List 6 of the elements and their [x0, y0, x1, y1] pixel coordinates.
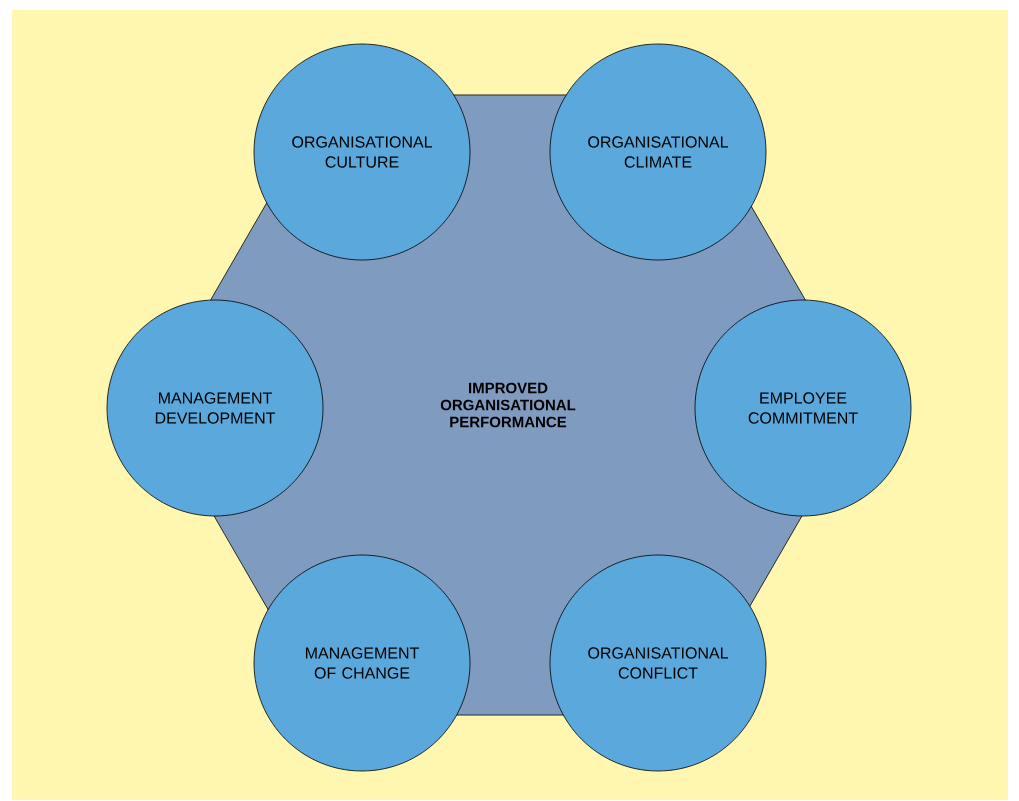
circle-node: ORGANISATIONAL CLIMATE: [549, 43, 767, 261]
circle-node: ORGANISATIONAL CULTURE: [253, 43, 471, 261]
circle-node: MANAGEMENT OF CHANGE: [253, 554, 471, 772]
circle-node: MANAGEMENT DEVELOPMENT: [106, 299, 324, 517]
circle-node: ORGANISATIONAL CONFLICT: [549, 554, 767, 772]
circle-node: EMPLOYEE COMMITMENT: [694, 299, 912, 517]
